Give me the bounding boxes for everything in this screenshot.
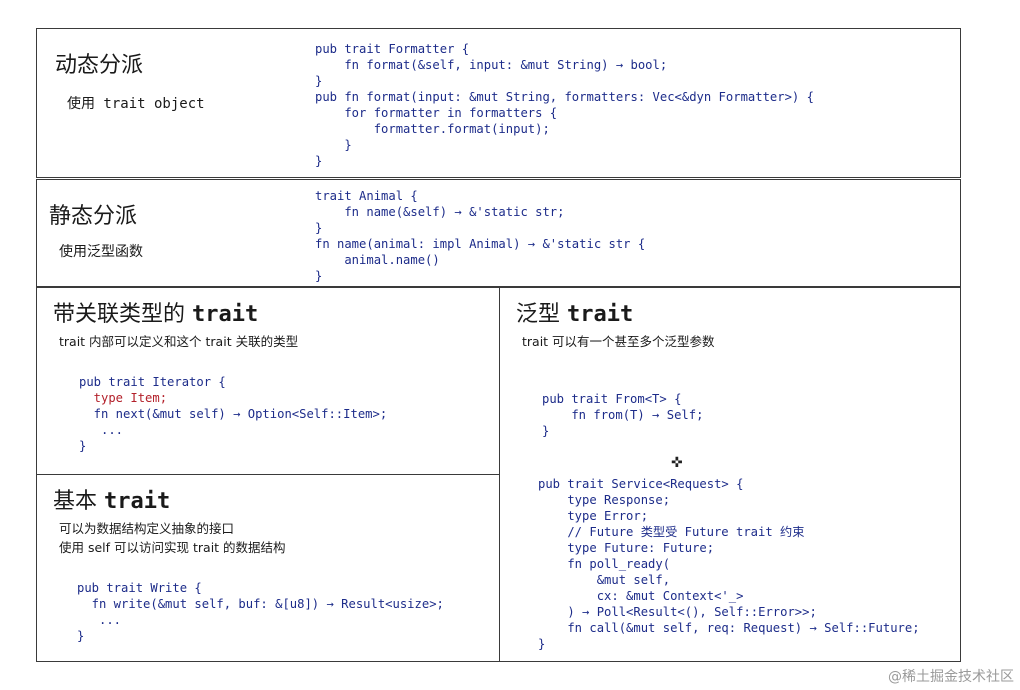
static-dispatch-panel: 静态分派 使用泛型函数 trait Animal { fn name(&self… [36,179,961,287]
code-line: cx: &mut Context<'_> [538,589,744,603]
code-line: pub trait Formatter { [315,42,470,56]
code-line: fn format(&self, input: &mut String) → b… [315,58,668,72]
code-line: } [315,154,323,168]
dynamic-dispatch-subtitle: 使用 trait object [67,96,205,112]
title-text: 泛型 [516,302,567,327]
code-line: pub trait From<T> { [542,392,682,406]
generic-trait-title: 泛型 trait [516,296,633,328]
static-dispatch-title: 静态分派 [49,204,138,229]
code-line: pub trait Service<Request> { [538,477,744,491]
title-keyword: trait [192,302,259,327]
generic-trait-note: trait 可以有一个甚至多个泛型参数 [522,334,715,349]
code-line: pub fn format(input: &mut String, format… [315,90,814,104]
associated-type-title: 带关联类型的 trait [53,296,258,328]
code-line: trait Animal { [315,189,418,203]
static-dispatch-code: trait Animal { fn name(&self) → &'static… [315,188,645,284]
title-keyword: trait [104,489,171,514]
code-line: type Item; [79,391,168,405]
basic-trait-note-1: 可以为数据结构定义抽象的接口 [59,521,235,536]
dynamic-dispatch-panel: 动态分派 使用 trait object pub trait Formatter… [36,28,961,178]
code-line: pub trait Iterator { [79,375,226,389]
code-line: type Error; [538,509,649,523]
code-line: // Future 类型受 Future trait 约束 [538,525,805,539]
basic-trait-title: 基本 trait [53,483,170,515]
code-line: fn write(&mut self, buf: &[u8]) → Result… [77,597,444,611]
title-keyword: trait [567,302,634,327]
crosshair-move-icon: ✜ [671,455,683,471]
basic-trait-note-2: 使用 self 可以访问实现 trait 的数据结构 [59,540,286,555]
dynamic-dispatch-code: pub trait Formatter { fn format(&self, i… [315,41,814,169]
from-trait-code: pub trait From<T> { fn from(T) → Self; } [542,391,703,439]
code-line: fn name(&self) → &'static str; [315,205,565,219]
code-line: formatter.format(input); [315,122,550,136]
code-line: for formatter in formatters { [315,106,558,120]
code-line: } [315,138,352,152]
code-line: } [315,221,323,235]
code-line: } [538,637,546,651]
code-line: } [77,629,85,643]
static-dispatch-subtitle: 使用泛型函数 [59,244,143,260]
service-trait-code: pub trait Service<Request> { type Respon… [538,476,920,652]
code-line: fn poll_ready( [538,557,671,571]
associated-type-code: pub trait Iterator { type Item; fn next(… [79,374,387,454]
code-line: ... [77,613,122,627]
code-line: } [79,439,87,453]
generic-trait-panel: 泛型 trait trait 可以有一个甚至多个泛型参数 pub trait F… [499,287,961,662]
code-line: animal.name() [315,253,440,267]
code-line: fn name(animal: impl Animal) → &'static … [315,237,646,251]
code-line: fn call(&mut self, req: Request) → Self:… [538,621,920,635]
title-text: 带关联类型的 [53,302,192,327]
code-line: pub trait Write { [77,581,202,595]
code-line: } [542,424,550,438]
code-line: } [315,74,323,88]
code-line: } [315,269,323,283]
code-line: fn next(&mut self) → Option<Self::Item>; [79,407,388,421]
code-line: &mut self, [538,573,671,587]
associated-type-panel: 带关联类型的 trait trait 内部可以定义和这个 trait 关联的类型… [36,287,500,475]
watermark: @稀土掘金技术社区 [888,669,1014,685]
code-line: ... [79,423,124,437]
code-line: type Response; [538,493,671,507]
associated-type-note: trait 内部可以定义和这个 trait 关联的类型 [59,334,299,349]
dynamic-dispatch-title: 动态分派 [55,53,144,78]
basic-trait-panel: 基本 trait 可以为数据结构定义抽象的接口 使用 self 可以访问实现 t… [36,474,500,662]
title-text: 基本 [53,489,104,514]
code-line: ) → Poll<Result<(), Self::Error>>; [538,605,817,619]
code-line: fn from(T) → Self; [542,408,704,422]
code-line: type Future: Future; [538,541,715,555]
basic-trait-code: pub trait Write { fn write(&mut self, bu… [77,580,444,644]
